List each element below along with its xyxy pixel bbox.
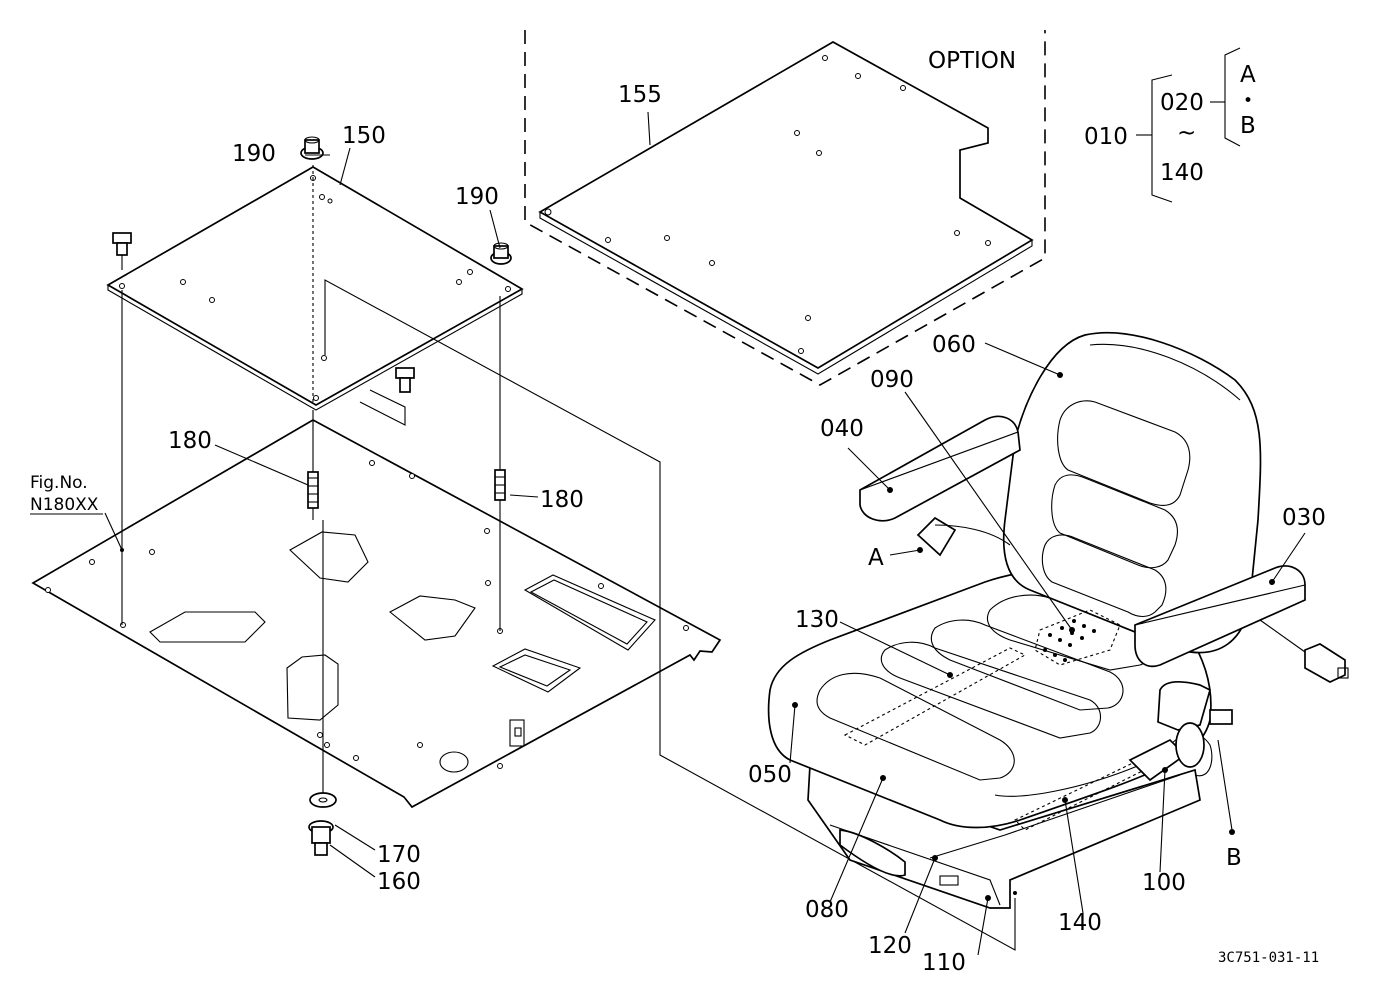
callout-labels: OPTION 010 020 ~ 140 A • B 155 150 190 1…: [30, 48, 1326, 976]
label-100: 100: [1142, 870, 1186, 896]
seat-backrest-060: [1002, 331, 1262, 654]
label-155: 155: [618, 82, 662, 108]
label-140-range: 140: [1160, 160, 1204, 186]
armrest-030: [1134, 565, 1306, 668]
label-080: 080: [805, 897, 849, 923]
bolt-160-icon: [308, 820, 334, 856]
drawing-code: 3C751-031-11: [1218, 950, 1319, 966]
label-050: 050: [748, 762, 792, 788]
label-120: 120: [868, 933, 912, 959]
label-180-left: 180: [168, 428, 212, 454]
label-040: 040: [820, 416, 864, 442]
label-range-tilde: ~: [1177, 120, 1196, 146]
bolts-and-nuts: [112, 136, 512, 856]
label-bullet: •: [1243, 91, 1253, 111]
label-010: 010: [1084, 124, 1128, 150]
rail-120: [929, 774, 1181, 859]
seat-plate-150: [106, 166, 524, 411]
assembly-guide-lines: [121, 165, 1016, 951]
leader-lines: [104, 111, 1306, 956]
label-180-right: 180: [540, 487, 584, 513]
label-b-top: B: [1240, 113, 1256, 139]
label-090: 090: [870, 367, 914, 393]
label-170: 170: [377, 842, 421, 868]
label-130: 130: [795, 607, 839, 633]
label-a-point: A: [868, 545, 884, 571]
label-060: 060: [932, 332, 976, 358]
label-a-top: A: [1240, 62, 1256, 88]
label-190-right: 190: [455, 184, 499, 210]
seat-assembly: [767, 331, 1349, 909]
label-b-point: B: [1226, 845, 1242, 871]
label-150: 150: [342, 123, 386, 149]
label-030: 030: [1282, 505, 1326, 531]
armrest-040: [859, 415, 1021, 522]
nut-190-right-icon: [490, 242, 512, 265]
label-fig-ref: N180XX: [30, 495, 99, 515]
washer-170-icon: [309, 792, 337, 808]
option-label: OPTION: [928, 48, 1016, 74]
harness-connector: [1259, 619, 1349, 683]
label-140: 140: [1058, 910, 1102, 936]
option-plate-155: [538, 41, 1034, 375]
bolt-center-icon: [395, 367, 415, 393]
stud-180-right-icon: [494, 469, 506, 501]
part-range-bracket: [1136, 47, 1241, 203]
bolt-left-icon: [112, 232, 132, 270]
label-190-left: 190: [232, 141, 276, 167]
label-160: 160: [377, 869, 421, 895]
label-110: 110: [922, 950, 966, 976]
stud-180-left-icon: [307, 471, 319, 509]
option-boundary: [524, 30, 1046, 386]
nut-190-left-icon: [300, 136, 324, 160]
label-fig-no: Fig.No.: [30, 473, 88, 493]
floor-plate: [31, 419, 722, 809]
label-020: 020: [1160, 90, 1204, 116]
